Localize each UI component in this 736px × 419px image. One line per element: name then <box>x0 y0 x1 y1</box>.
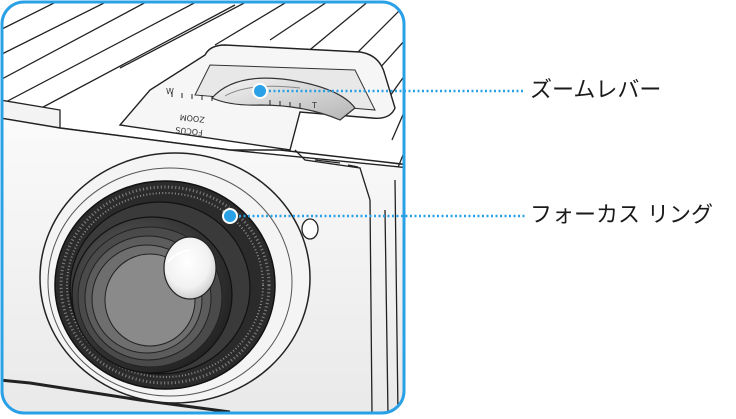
side-panel <box>294 149 399 413</box>
focus-ring-marker <box>222 208 238 224</box>
zoom-marking: ZOOM <box>179 112 205 124</box>
projector-illustration: ZOOM FOCUS W T <box>2 2 404 413</box>
zoom-lever-marker <box>252 83 268 99</box>
lens-glass <box>163 236 217 300</box>
focus-ring-label: フォーカス リング <box>530 203 713 228</box>
lens-assembly <box>39 152 311 404</box>
illustration-frame <box>0 0 406 415</box>
wide-marking: W <box>166 87 174 96</box>
ir-sensor <box>301 218 319 240</box>
lever-scale <box>171 92 301 108</box>
focus-marking: FOCUS <box>175 125 203 137</box>
zoom-lever-label: ズームレバー <box>530 78 662 103</box>
tele-marking: T <box>311 101 317 110</box>
